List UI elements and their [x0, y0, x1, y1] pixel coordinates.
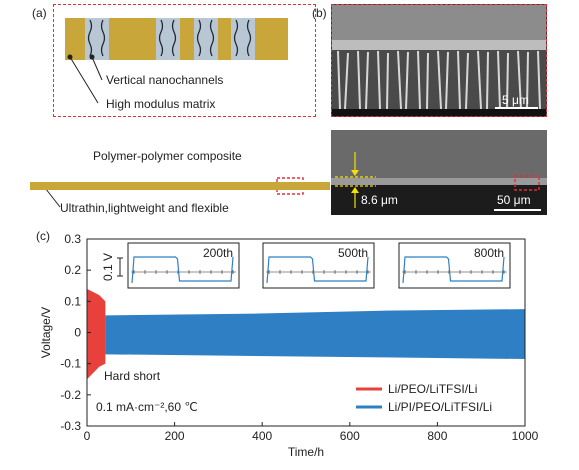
series-1-band [87, 288, 106, 380]
inset-1-trace [131, 256, 234, 284]
y-tick-label: 0.2 [64, 263, 81, 277]
inset-2-label: 500th [338, 246, 368, 260]
condition-annotation: 0.1 mA·cm⁻²,60 ℃ [96, 400, 198, 414]
y-tick-label: -0.1 [60, 357, 81, 371]
sem-zoom-region-marker [514, 175, 540, 191]
thickness-label: 8.6 μm [361, 193, 398, 207]
panel-c-letter: (c) [36, 229, 50, 243]
series-2-band [105, 309, 526, 359]
film-label: Ultrathin,lightweight and flexible [60, 201, 229, 215]
nanochannel-walls [87, 19, 252, 57]
y-tick-label: -0.2 [60, 388, 81, 402]
inset-3-trace [402, 256, 505, 284]
x-tick-label: 600 [340, 429, 360, 443]
sem-cross-section-high-mag: 5 μm [331, 4, 547, 117]
inset-scale-label: 0.1 V [101, 253, 115, 281]
x-tick-label: 400 [252, 429, 272, 443]
sem-cross-section-low-mag: 8.6 μm 50 μm [331, 130, 547, 215]
panel-a-letter: (a) [32, 6, 47, 20]
x-tick-label: 0 [84, 429, 91, 443]
sem-nanorods [337, 50, 541, 110]
inset-3-label: 800th [474, 246, 504, 260]
composite-title: Polymer-polymer composite [93, 149, 242, 163]
hard-short-annotation: Hard short [104, 369, 161, 383]
composite-film [30, 182, 330, 190]
y-tick-label: -0.3 [60, 419, 81, 433]
y-tick-label: 0 [74, 326, 81, 340]
thickness-marker [335, 152, 376, 208]
legend-label-1: Li/PEO/LiTFSI/Li [388, 382, 477, 396]
x-axis-label: Time/h [288, 445, 324, 459]
scale-bar-top-label: 5 μm [502, 93, 529, 107]
schematic-overlay [40, 19, 304, 208]
panel-b-letter: (b) [312, 6, 327, 20]
high-modulus-matrix-label: High modulus matrix [106, 97, 216, 111]
y-tick-label: 0.1 [64, 294, 81, 308]
x-tick-label: 800 [427, 429, 447, 443]
y-axis-label: Voltage/V [39, 307, 53, 358]
vertical-nanochannels-label: Vertical nanochannels [106, 73, 224, 87]
x-tick-label: 1000 [512, 429, 539, 443]
scale-bar-bottom-label: 50 μm [497, 193, 531, 207]
inset-1-label: 200th [203, 246, 233, 260]
nanochannel-schematic-frame [53, 4, 316, 117]
y-tick-label: 0.3 [64, 232, 81, 246]
legend-label-2: Li/PI/PEO/LiTFSI/Li [388, 400, 492, 414]
inset-2-trace [266, 256, 369, 284]
x-tick-label: 200 [165, 429, 185, 443]
